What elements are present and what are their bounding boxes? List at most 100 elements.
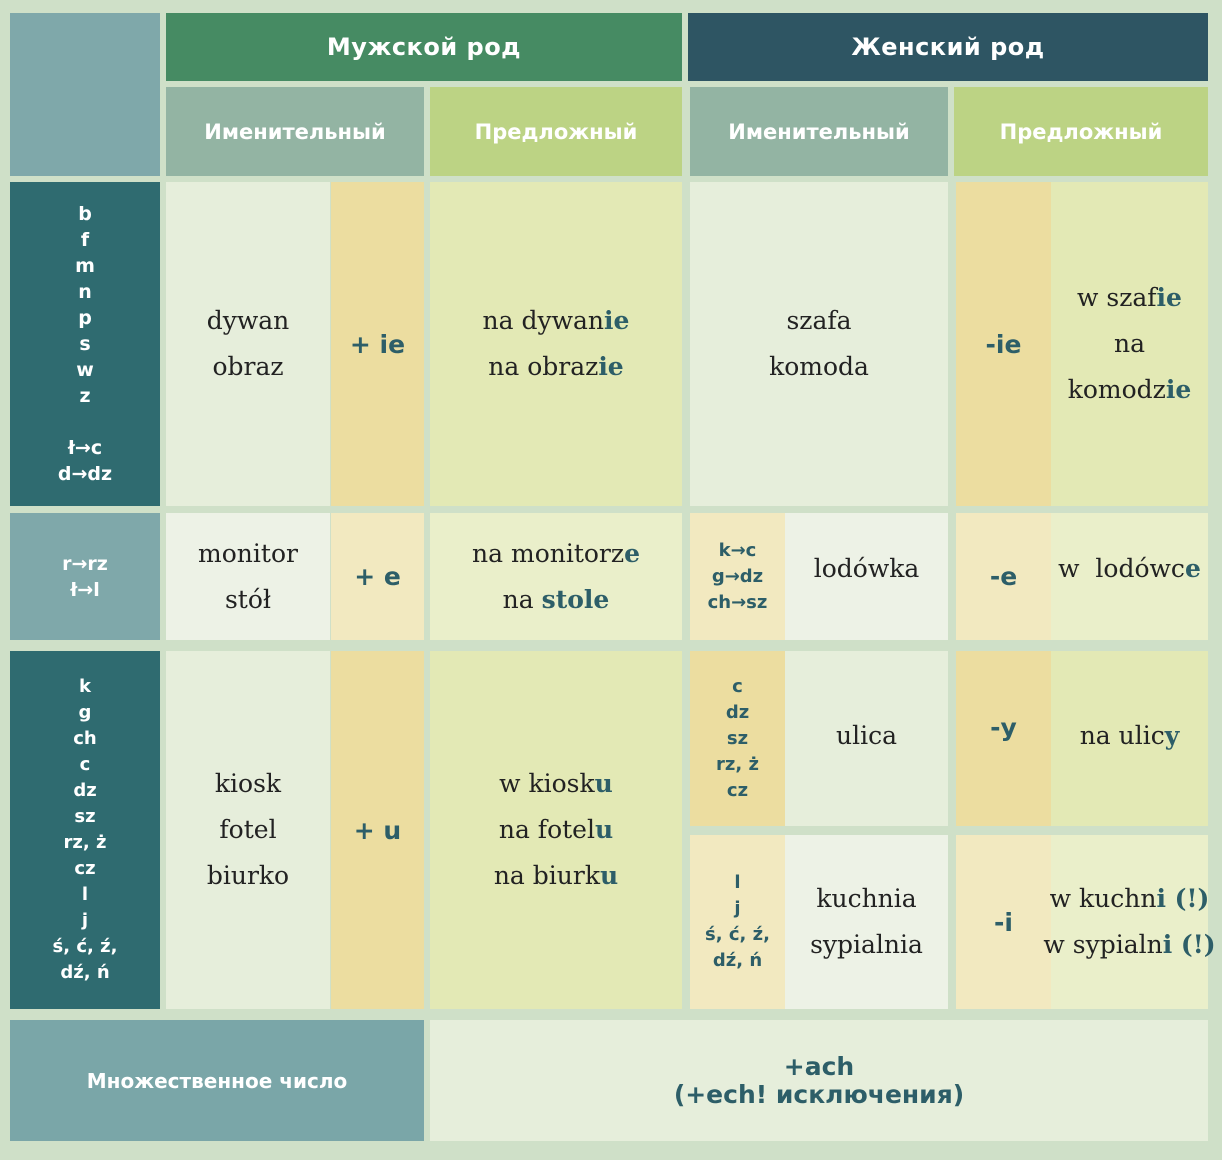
row1-masc-prep: na dywanie na obrazie [430, 182, 682, 506]
prep-sypialnia: w sypialni (!) [1043, 930, 1216, 959]
cons-soft-2: dź, ń [712, 950, 763, 971]
word-biurko: biurko [206, 861, 290, 890]
prep-dywan: na dywanie [482, 306, 630, 335]
stem-l: l [81, 884, 89, 905]
plural-exception: (+ech! исключения) [673, 1079, 965, 1109]
cons-cz: cz [726, 779, 749, 801]
stem-cz: cz [74, 858, 96, 879]
cons-soft-1: ś, ć, ź, [705, 924, 770, 945]
plural-value-cell: +ach (+ech! исключения) [430, 1020, 1208, 1141]
word-kiosk: kiosk [214, 769, 282, 798]
row3b-fem-prep: w kuchni (!) w sypialni (!) [1043, 835, 1216, 1009]
word-sypialnia: sypialnia [810, 930, 923, 959]
plural-ending: +ach [783, 1051, 855, 1081]
prepositional-m-header: Предложный [430, 87, 682, 176]
row3b-fem-consonants: l j ś, ć, ź, dź, ń [690, 835, 785, 1009]
cons-j: j [734, 898, 741, 919]
row2-stems: r→rz ł→l [10, 513, 160, 640]
stem-sz: sz [74, 806, 96, 827]
stem-s: s [79, 333, 91, 355]
nominative-m-label: Именительный [204, 119, 386, 144]
row3a-fem-prep: na ulicy [1051, 651, 1208, 826]
stem-m: m [75, 255, 95, 277]
word-dywan: dywan [206, 306, 290, 335]
row1-stems: b f m n p s w z ł→c d→dz [10, 182, 160, 506]
stem-c: c [79, 754, 91, 775]
suffix-ie-m: + ie [349, 329, 406, 359]
row3a-fem-word: ulica [785, 651, 948, 826]
stem-g: g [78, 702, 92, 723]
suffix-ie-f: -ie [985, 329, 1022, 359]
prepositional-m-label: Предложный [474, 119, 638, 144]
word-ulica: ulica [836, 721, 897, 750]
feminine-header: Женский род [688, 13, 1208, 81]
word-obraz: obraz [212, 352, 284, 381]
row2-masc-words: monitor stół [166, 513, 330, 640]
row2-masc-suffix: + e [331, 513, 424, 640]
prep-obraz: na obrazie [488, 352, 624, 381]
nominative-f-label: Именительный [728, 119, 910, 144]
stem-b: b [78, 203, 92, 225]
nominative-m-header: Именительный [166, 87, 424, 176]
prep-kuchnia: w kuchni (!) [1049, 884, 1210, 913]
stem-soft-1: ś, ć, ź, [52, 936, 118, 957]
row3b-fem-suffix: -i [956, 835, 1051, 1009]
alternation-l-l: ł→l [70, 578, 100, 601]
row1-fem-words: szafa komoda [690, 182, 948, 506]
plural-label-cell: Множественное число [10, 1020, 424, 1141]
cons-sz: sz [726, 727, 749, 749]
word-komoda: komoda [769, 352, 869, 381]
word-fotel: fotel [219, 815, 277, 844]
stem-w: w [76, 359, 94, 381]
stem-dz: dz [73, 780, 97, 801]
cons-l: l [734, 872, 741, 893]
alternation-d-dz: d→dz [57, 463, 113, 485]
alternation-g-dz: g→dz [711, 565, 764, 587]
word-stol: stół [224, 584, 272, 614]
row2-fem-consonants: k→c g→dz ch→sz [690, 513, 785, 640]
stem-z: z [79, 385, 91, 407]
stem-n: n [78, 281, 92, 303]
stem-rz: rz, ż [63, 832, 107, 853]
stem-soft-2: dź, ń [60, 962, 110, 983]
prep-monitor: na monitorze [472, 538, 640, 568]
stem-ch: ch [73, 728, 97, 749]
alternation-k-c: k→c [718, 539, 757, 561]
prep-stol: na stole [502, 584, 610, 614]
row3-masc-words: kiosk fotel biurko [166, 651, 330, 1009]
prep-lodowka: w lodówce [1058, 554, 1201, 583]
stem-p: p [78, 307, 92, 329]
plural-label: Множественное число [86, 1068, 348, 1093]
prepositional-f-header: Предложный [954, 87, 1208, 176]
prep-szafa: w szafie [1077, 283, 1182, 312]
stem-j: j [81, 910, 89, 931]
row1-fem-suffix: -ie [956, 182, 1051, 506]
row1-masc-suffix: + ie [331, 182, 424, 506]
word-monitor: monitor [198, 538, 298, 568]
row3a-fem-consonants: c dz sz rz, ż cz [690, 651, 785, 826]
prep-komoda: na komodzie [1067, 329, 1192, 404]
stem-f: f [80, 229, 90, 251]
row1-fem-prep: w szafie na komodzie [1051, 182, 1208, 506]
alternation-r-rz: r→rz [62, 552, 108, 575]
row3-masc-suffix: + u [331, 651, 424, 1009]
masculine-header-label: Мужской род [326, 33, 522, 61]
row2-fem-prep: w lodówce [1051, 513, 1208, 640]
row3-masc-prep: w kiosku na fotelu na biurku [430, 651, 682, 1009]
suffix-i-f: -i [994, 907, 1013, 937]
row2-fem-suffix: -e [956, 513, 1051, 640]
alternation-ch-sz: ch→sz [707, 591, 768, 613]
cons-c: c [732, 675, 743, 697]
alternation-l-c: ł→c [67, 437, 103, 459]
word-kuchnia: kuchnia [816, 884, 917, 913]
masculine-header: Мужской род [166, 13, 682, 81]
row2-masc-prep: na monitorze na stole [430, 513, 682, 640]
row1-masc-words: dywan obraz [166, 182, 330, 506]
suffix-e-m: + e [354, 562, 401, 591]
nominative-f-header: Именительный [690, 87, 948, 176]
suffix-u-m: + u [353, 815, 402, 845]
word-lodowka: lodówka [813, 554, 920, 583]
row3a-fem-suffix: -y [956, 651, 1051, 826]
suffix-y-f: -y [990, 713, 1017, 742]
